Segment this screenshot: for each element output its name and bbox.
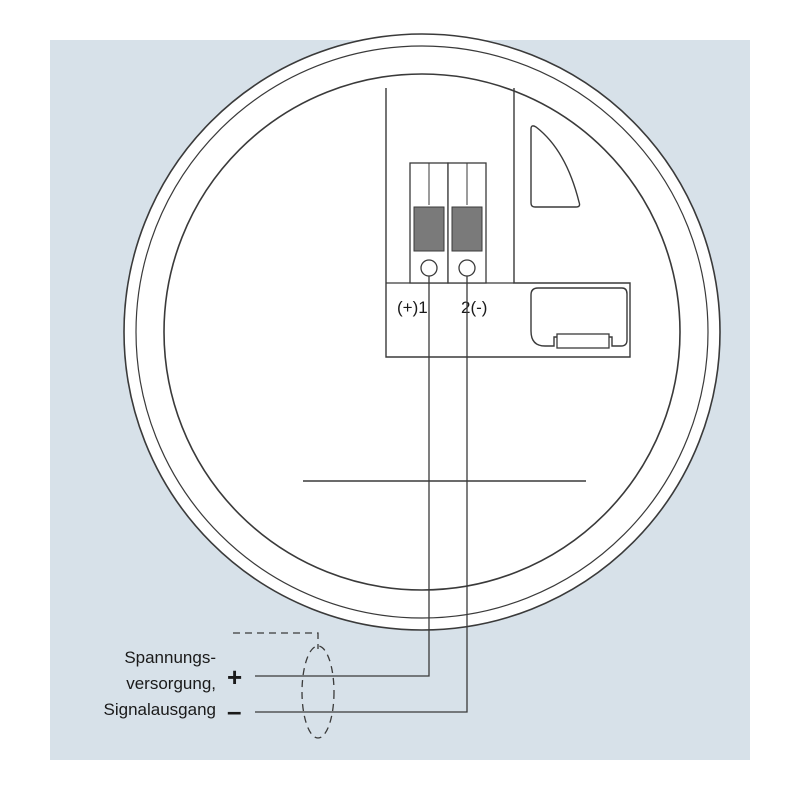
minus-sign: – bbox=[227, 696, 241, 726]
terminal-2-contact bbox=[451, 206, 483, 252]
terminal-1-label: (+)1 bbox=[397, 298, 428, 317]
terminal-2-screw bbox=[458, 259, 476, 277]
cable-shield bbox=[301, 645, 335, 739]
cable-shield-lead bbox=[233, 632, 319, 649]
wire-negative bbox=[255, 276, 468, 713]
housing-cutout bbox=[530, 125, 581, 208]
caption-line-1: Spannungs- bbox=[124, 648, 216, 667]
terminal-2 bbox=[447, 162, 487, 284]
housing-outer-ring-inner-edge bbox=[135, 45, 709, 619]
terminal-1-contact bbox=[413, 206, 445, 252]
caption-line-2: versorgung, bbox=[126, 674, 216, 693]
wire-positive bbox=[255, 276, 430, 677]
caption-line-3: Signalausgang bbox=[104, 700, 216, 719]
terminal-2-label: 2(-) bbox=[461, 298, 487, 317]
terminal-block-frame bbox=[385, 88, 631, 358]
terminal-1 bbox=[409, 162, 449, 284]
terminal-1-screw bbox=[420, 259, 438, 277]
fuse-compartment bbox=[530, 287, 628, 347]
plus-sign: + bbox=[227, 662, 242, 692]
fuse-element bbox=[556, 333, 610, 349]
